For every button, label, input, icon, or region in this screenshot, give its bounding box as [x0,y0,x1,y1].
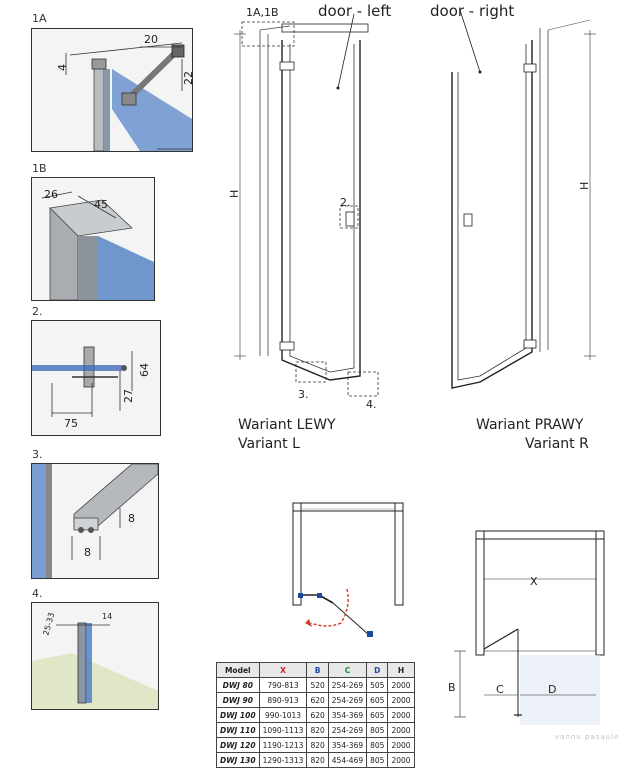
right-h-label: H [578,182,591,190]
detail-4-label: 4. [32,587,43,600]
dim-64: 64 [138,363,151,377]
swing-plan-drawing [292,502,404,637]
cell-h: 2000 [387,707,415,723]
cell-h: 2000 [387,752,415,768]
detail-2-panel: 64 27 75 [31,320,161,436]
detail-1b-drawing: 26 45 [32,178,154,300]
cell-c: 354-369 [327,737,368,753]
variant-left-pl: Wariant LEWY [238,417,336,433]
col-x: X [258,662,308,678]
detail-2-label: 2. [32,305,43,318]
door-left-title: door - left [318,2,392,20]
detail-4-drawing: 25-33 14 [32,603,158,709]
cell-d: 505 [366,677,389,693]
callout-4: 4. [366,398,377,410]
cell-c: 454-469 [327,752,368,768]
dim-8-width: 8 [84,546,91,559]
watermark: vannu pasaule [555,733,620,741]
cell-model: DWJ 80 [216,677,260,693]
cell-b: 820 [306,737,329,753]
detail-4-panel: 25-33 14 [31,602,159,710]
spec-table: Model X B C D H DWJ 80 790-813 520 254-2… [216,662,415,768]
table-row: DWJ 90 890-913 620 254-269 605 2000 [216,692,415,708]
col-c: C [327,662,368,678]
cell-d: 605 [366,692,389,708]
dim-26: 26 [44,188,58,201]
detail-1a-label: 1A [32,12,47,25]
table-row: DWJ 130 1290-1313 820 454-469 805 2000 [216,752,415,768]
detail-1b-label: 1B [32,162,47,175]
cell-c: 354-369 [327,707,368,723]
callout-1a-1b: 1A,1B [246,6,279,19]
table-row: DWJ 80 790-813 520 254-269 505 2000 [216,677,415,693]
variant-right-pl: Wariant PRAWY [476,417,584,433]
table-row: DWJ 120 1190-1213 820 354-369 805 2000 [216,737,415,753]
cell-h: 2000 [387,722,415,738]
dim-20: 20 [144,33,158,46]
cell-x: 890-913 [258,692,308,708]
cell-model: DWJ 100 [216,707,260,723]
dim-14: 14 [102,612,112,621]
detail-1a-panel: 20 4 22 [31,28,193,152]
plan-b-label: B [448,681,456,694]
dim-22: 22 [182,71,192,85]
door-right-title: door - right [430,2,515,20]
col-h: H [387,662,415,678]
spec-header-row: Model X B C D H [216,662,415,678]
cell-c: 254-269 [327,722,368,738]
dim-45: 45 [94,198,108,211]
cell-x: 1190-1213 [258,737,308,753]
cell-x: 1290-1313 [258,752,308,768]
detail-3-label: 3. [32,448,43,461]
cell-model: DWJ 90 [216,692,260,708]
cell-b: 820 [306,722,329,738]
plan-x-label: X [530,575,538,588]
cell-b: 820 [306,752,329,768]
col-b: B [306,662,329,678]
dim-8-height: 8 [128,512,135,525]
left-door-drawing: H 1A,1B 2. 3. 4. [228,6,379,410]
dim-27: 27 [122,389,135,403]
cell-model: DWJ 120 [216,737,260,753]
cell-h: 2000 [387,692,415,708]
left-h-label: H [228,190,241,198]
callout-2: 2. [340,196,351,209]
detail-3-drawing: 8 8 [32,464,158,578]
plan-d-label: D [548,683,556,696]
cell-h: 2000 [387,677,415,693]
cell-x: 1090-1113 [258,722,308,738]
variant-right-en: Variant R [525,436,589,452]
detail-1b-panel: 26 45 [31,177,155,301]
right-door-drawing: H [451,9,596,389]
cell-h: 2000 [387,737,415,753]
detail-2-drawing: 64 27 75 [32,321,160,435]
plan-c-label: C [496,683,504,696]
cell-b: 620 [306,707,329,723]
cell-x: 790-813 [258,677,308,693]
dim-75: 75 [64,417,78,430]
variant-left-en: Variant L [238,436,300,452]
table-row: DWJ 110 1090-1113 820 254-269 805 2000 [216,722,415,738]
cell-d: 605 [366,707,389,723]
cell-d: 805 [366,722,389,738]
cell-d: 805 [366,752,389,768]
cell-c: 254-269 [327,677,368,693]
col-model: Model [216,662,260,678]
dim-4: 4 [56,64,69,71]
dimension-plan-drawing: X B C D [448,530,605,725]
detail-1a-drawing: 20 4 22 [32,29,192,151]
cell-b: 620 [306,692,329,708]
callout-3: 3. [298,388,309,401]
cell-x: 990-1013 [258,707,308,723]
cell-model: DWJ 130 [216,752,260,768]
cell-b: 520 [306,677,329,693]
col-d: D [366,662,389,678]
cell-c: 254-269 [327,692,368,708]
detail-3-panel: 8 8 [31,463,159,579]
cell-d: 805 [366,737,389,753]
cell-model: DWJ 110 [216,722,260,738]
table-row: DWJ 100 990-1013 620 354-369 605 2000 [216,707,415,723]
